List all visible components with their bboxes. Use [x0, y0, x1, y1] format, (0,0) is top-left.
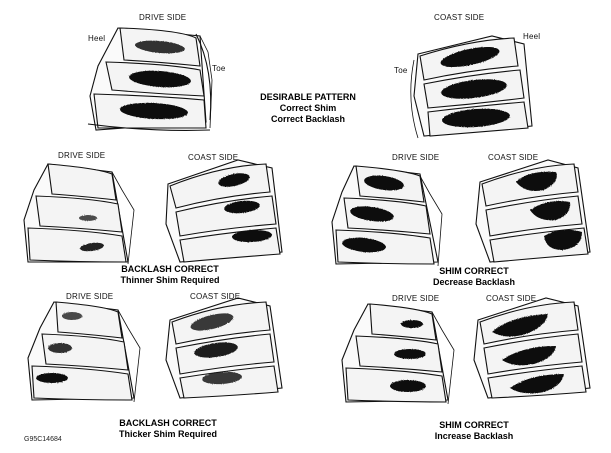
label-drive-side-mid-left: DRIVE SIDE: [58, 151, 106, 160]
thinner-shim-drive-side-gear: [23, 163, 135, 265]
label-toe-right: Toe: [394, 66, 408, 75]
thinner-shim-coast-side-gear: [165, 159, 283, 263]
label-coast-side-bottom-right: COAST SIDE: [486, 294, 537, 303]
decrease-backlash-coast-side-contacts: [516, 171, 582, 250]
desirable-coast-side-contacts: [440, 46, 510, 128]
label-drive-side-mid-right: DRIVE SIDE: [392, 153, 440, 162]
label-heel-left: Heel: [88, 34, 106, 43]
caption-decrease-title: SHIM CORRECT: [439, 266, 509, 276]
caption-desirable-line1: Correct Shim: [279, 103, 337, 113]
thicker-shim-drive-side-gear: [27, 301, 141, 403]
increase-backlash-coast-side-contacts: [492, 314, 564, 394]
caption-thinner-title: BACKLASH CORRECT: [121, 264, 219, 274]
thinner-shim-coast-side-contacts: [218, 173, 272, 243]
label-drive-side-top-left: DRIVE SIDE: [139, 13, 187, 22]
caption-shim-correct-increase: SHIM CORRECT Increase Backlash: [418, 420, 530, 442]
caption-desirable-pattern: DESIRABLE PATTERN Correct Shim Correct B…: [256, 92, 360, 125]
label-drive-side-bottom-right: DRIVE SIDE: [392, 294, 440, 303]
decrease-backlash-drive-side-contacts: [342, 175, 404, 253]
label-coast-side-mid-right: COAST SIDE: [488, 153, 539, 162]
caption-shim-correct-decrease: SHIM CORRECT Decrease Backlash: [418, 266, 530, 288]
label-heel-right: Heel: [523, 32, 541, 41]
desirable-drive-side-contacts: [120, 40, 191, 120]
caption-desirable-title: DESIRABLE PATTERN: [260, 92, 356, 102]
caption-increase-line1: Increase Backlash: [434, 431, 514, 441]
caption-thicker-line1: Thicker Shim Required: [118, 429, 218, 439]
caption-thinner-line1: Thinner Shim Required: [120, 275, 220, 285]
caption-increase-title: SHIM CORRECT: [439, 420, 509, 430]
caption-backlash-correct-thinner: BACKLASH CORRECT Thinner Shim Required: [104, 264, 236, 286]
increase-backlash-drive-side-contacts: [390, 320, 426, 392]
caption-thicker-title: BACKLASH CORRECT: [119, 418, 217, 428]
thicker-shim-coast-side-contacts: [190, 313, 242, 385]
label-drive-side-bottom-left: DRIVE SIDE: [66, 292, 114, 301]
label-toe-left: Toe: [212, 64, 226, 73]
caption-backlash-correct-thicker: BACKLASH CORRECT Thicker Shim Required: [100, 418, 236, 440]
thicker-shim-drive-side-contacts: [36, 312, 82, 383]
label-coast-side-top-right: COAST SIDE: [434, 13, 485, 22]
caption-desirable-line2: Correct Backlash: [270, 114, 346, 124]
figure-code: G95C14684: [24, 436, 62, 443]
caption-decrease-line1: Decrease Backlash: [432, 277, 516, 287]
thinner-shim-drive-side-contacts: [79, 215, 104, 252]
label-coast-side-mid-left: COAST SIDE: [188, 153, 239, 162]
label-coast-side-bottom-left: COAST SIDE: [190, 292, 241, 301]
desirable-drive-side-gear: [87, 27, 213, 131]
